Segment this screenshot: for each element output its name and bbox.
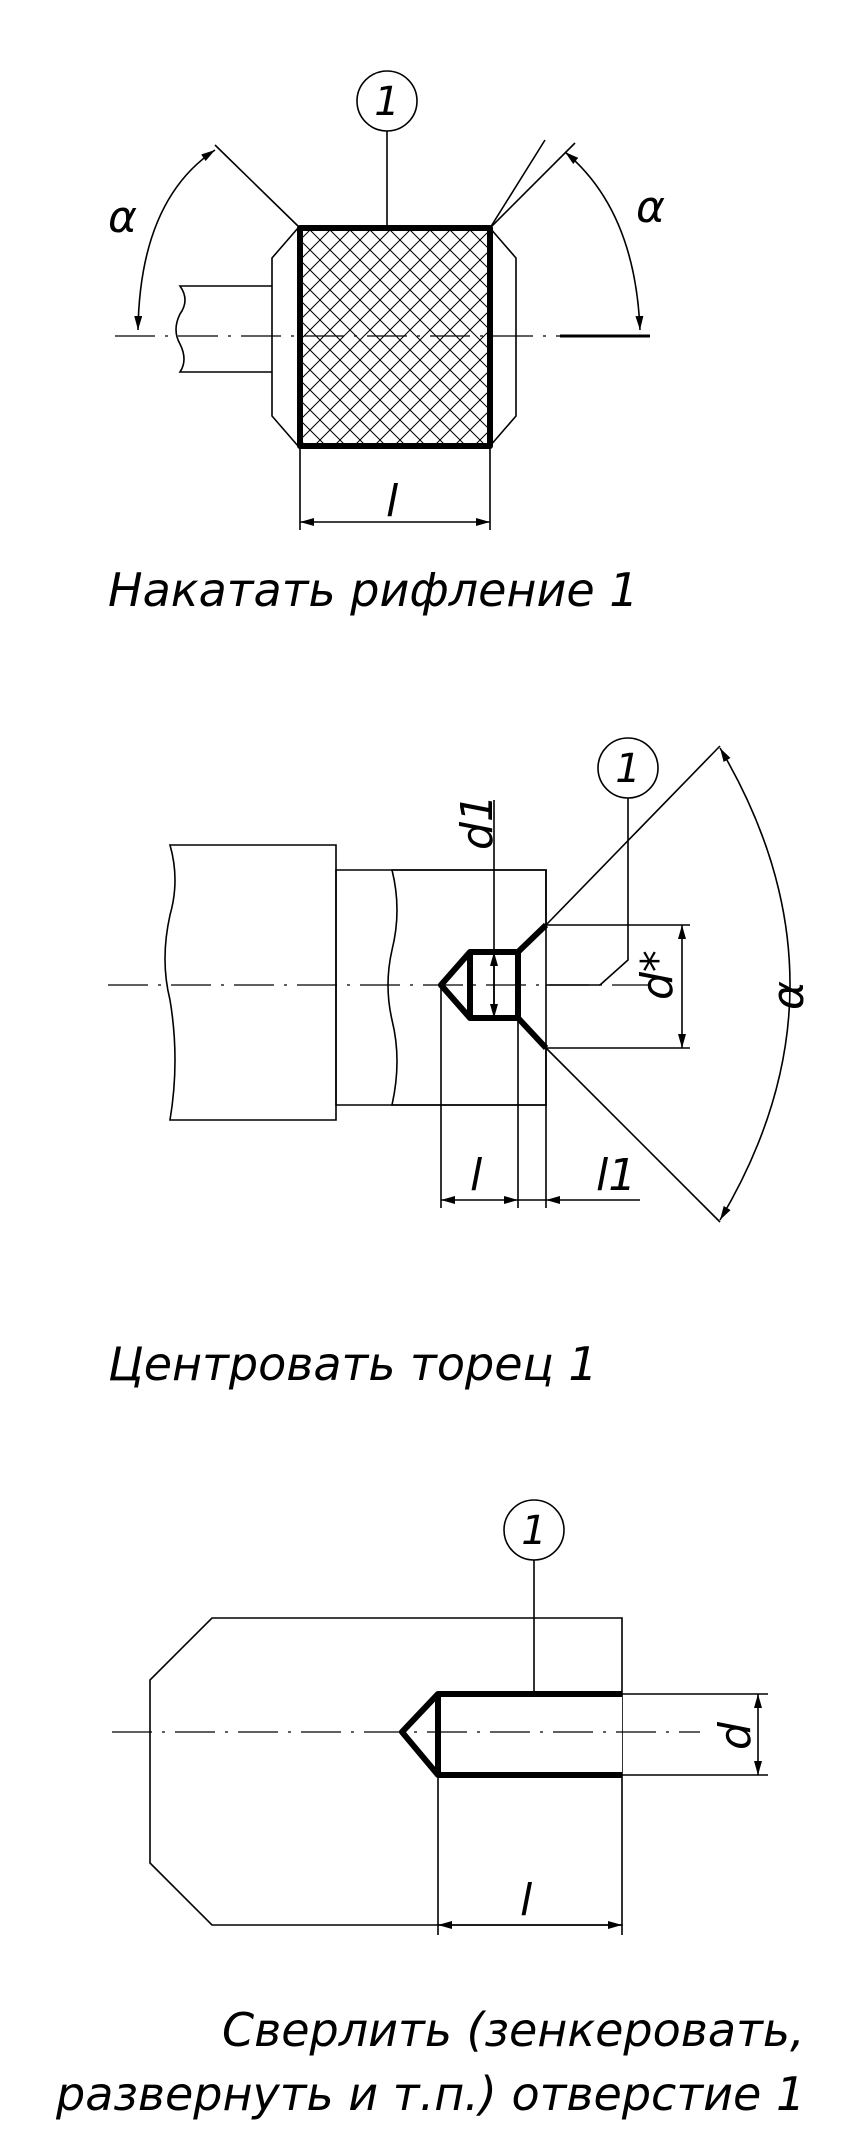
drilled-hole (402, 1694, 622, 1775)
angle-label: α (763, 981, 814, 1010)
length-label-3: l (520, 1875, 533, 1926)
caption-knurling: Накатать рифление 1 (108, 563, 639, 617)
centering-diagram: d1 d* α 1 l l1 Центровать торец 1 (108, 737, 814, 1391)
shaft-stub (175, 285, 272, 373)
leader-number-3: 1 (521, 1508, 546, 1554)
length-label: l (386, 476, 399, 527)
angle-label-right: α (636, 182, 665, 233)
caption-centering: Центровать торец 1 (108, 1337, 598, 1391)
caption-drilling-line1: Сверлить (зенкеровать, (222, 2003, 805, 2057)
l-label: l (470, 1150, 483, 1201)
l1-label: l1 (596, 1150, 636, 1201)
knurl-zone-border (297, 225, 493, 449)
angle-arc-right (564, 151, 644, 331)
d-label: d (710, 1721, 761, 1750)
knurling-diagram: 1 α α l Накатать рифление 1 (108, 70, 665, 617)
large-shaft (164, 844, 337, 1121)
drilling-diagram: 1 d l Сверлить (зенкеровать, развернуть … (55, 1499, 805, 2121)
leader-line-2 (599, 798, 629, 986)
leader-number-2: 1 (615, 746, 640, 792)
angle-label-left: α (108, 192, 137, 243)
leader-number: 1 (374, 79, 399, 125)
angle-arc (719, 747, 791, 1221)
d-star-label: d* (632, 950, 683, 1000)
caption-drilling-line2: развернуть и т.п.) отверстие 1 (55, 2067, 805, 2121)
knurl-pattern (300, 228, 490, 446)
block-section (149, 1617, 623, 1926)
angle-arc-left (134, 149, 216, 331)
d1-label: d1 (452, 794, 503, 850)
